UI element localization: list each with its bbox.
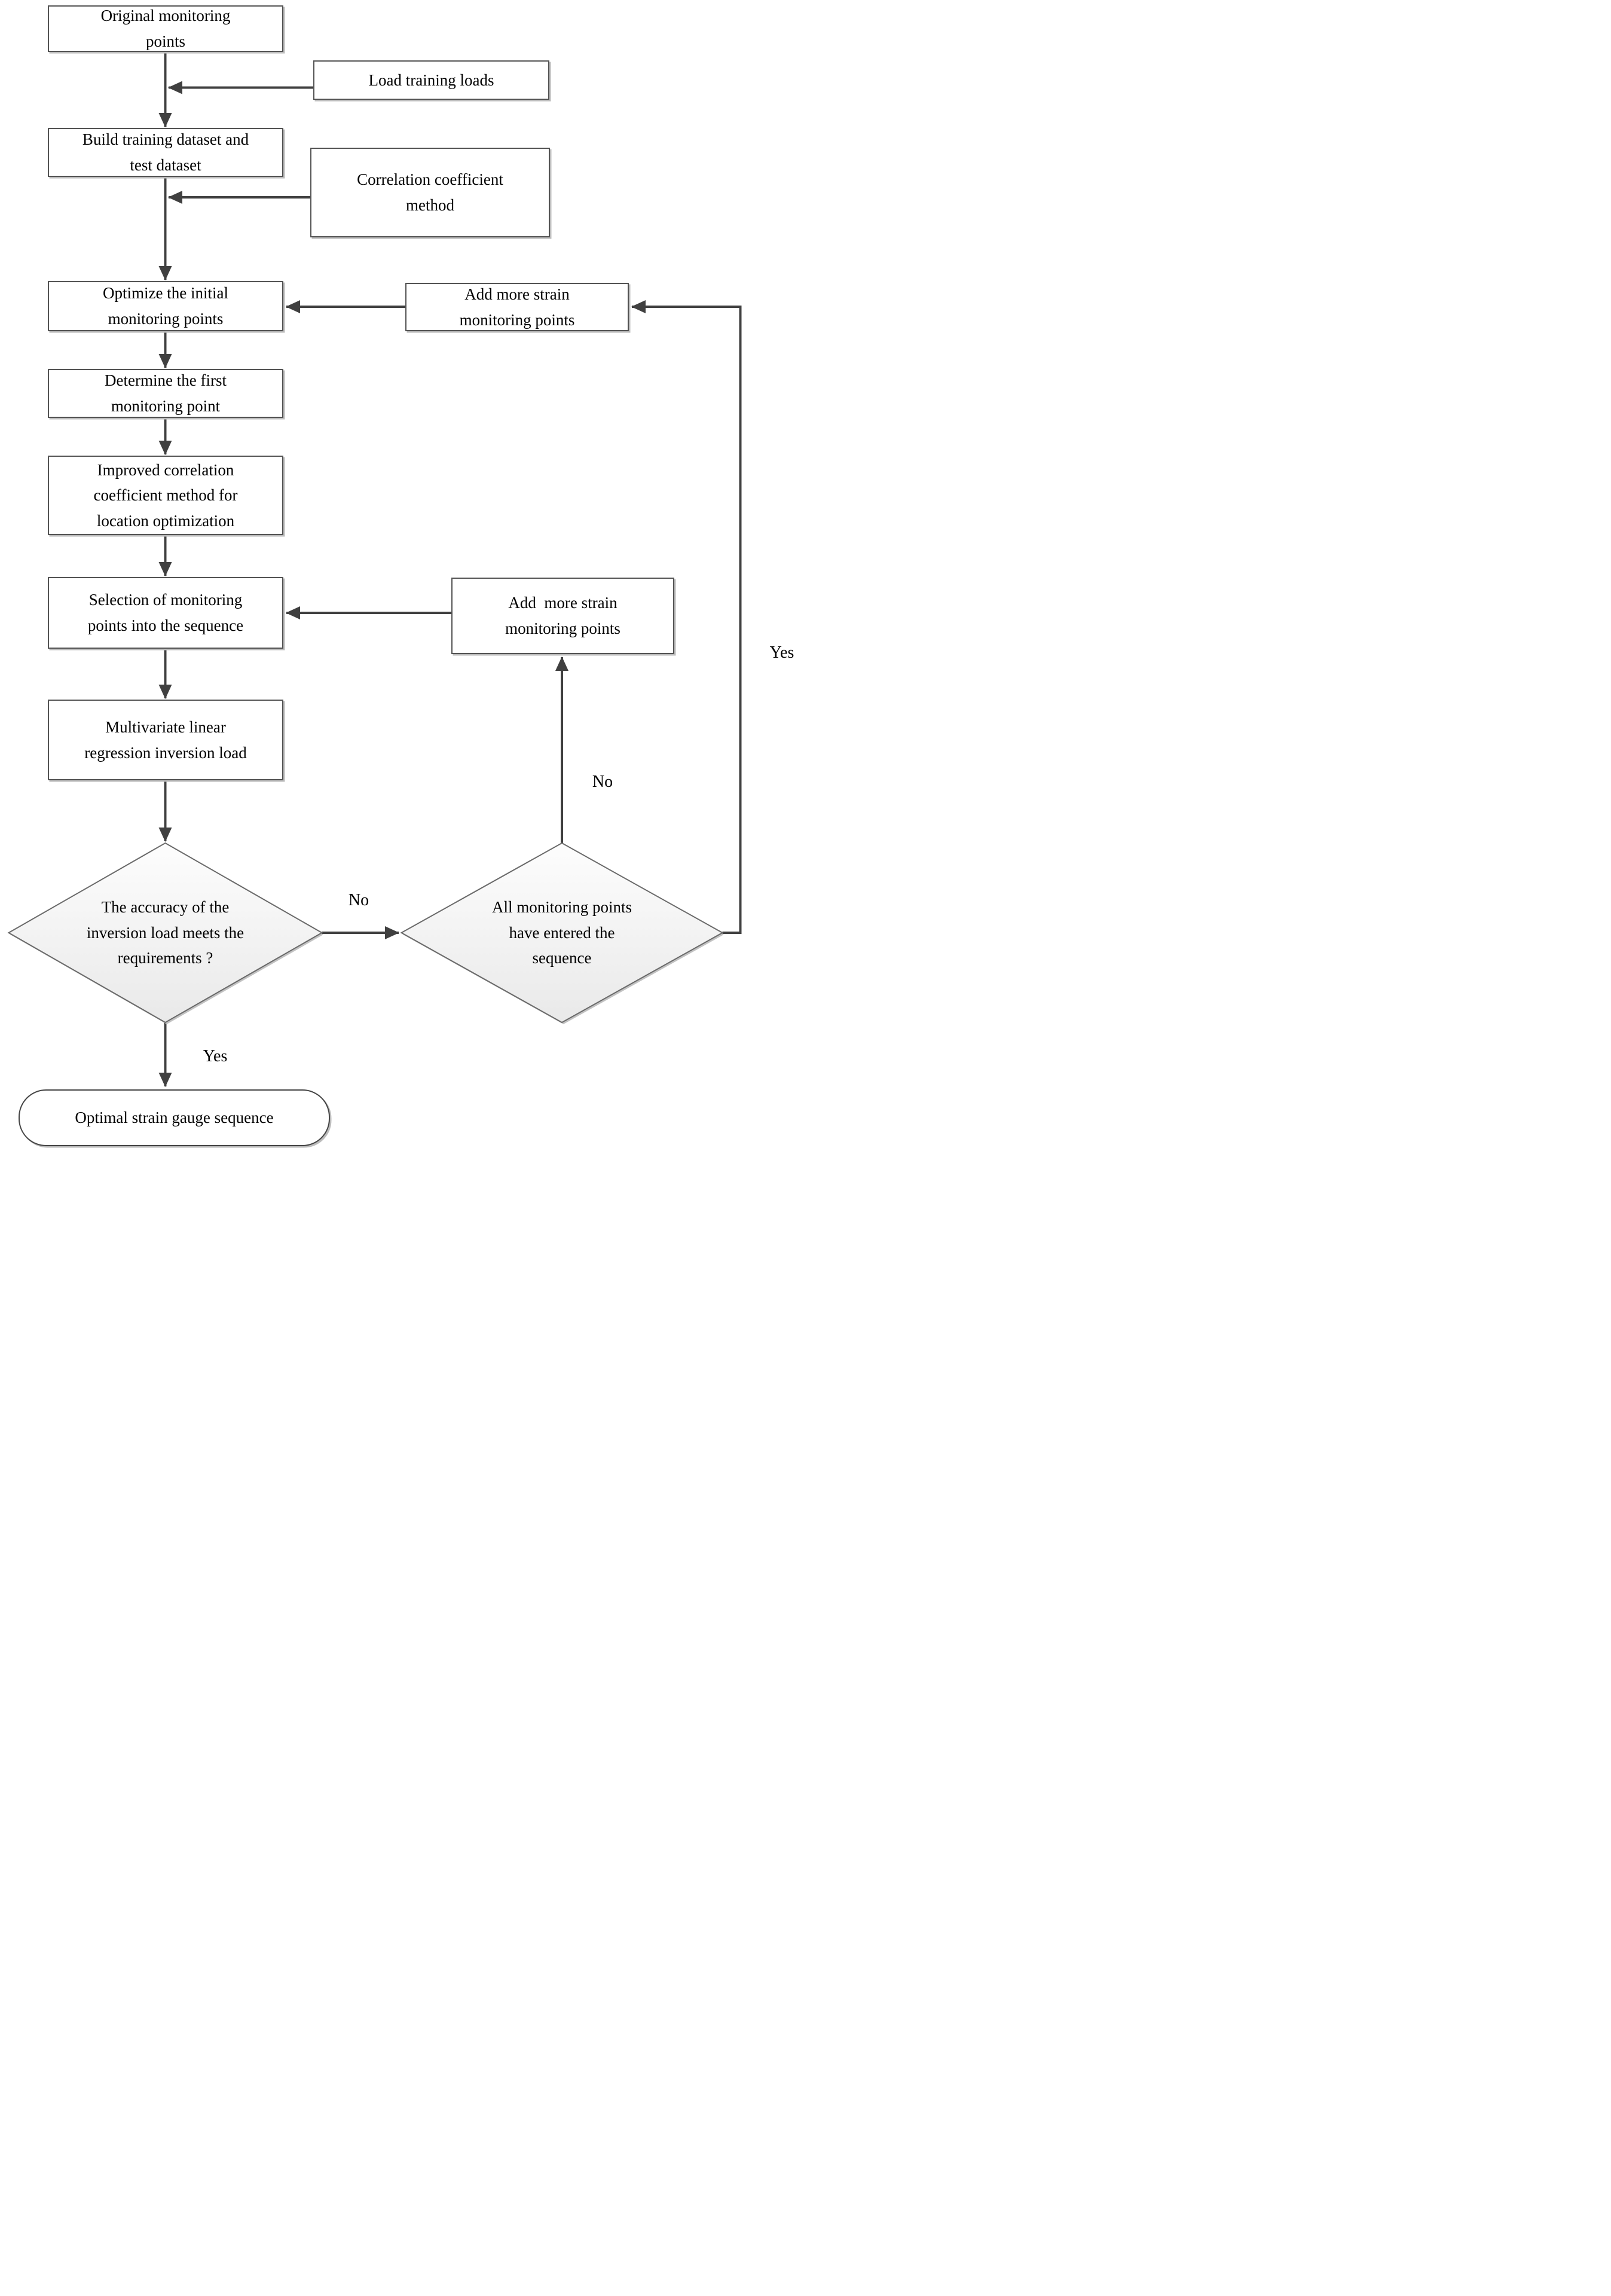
node-original-monitoring-points: Original monitoring points [48,5,283,52]
all-points-decision-diamond [400,842,724,1024]
node-correlation-coefficient-method: Correlation coefficient method [310,148,550,237]
node-optimize-initial-monitoring-points: Optimize the initial monitoring points [48,281,283,331]
flowchart-canvas: Original monitoring points Load training… [0,0,806,1148]
connector-layer [7,52,742,1087]
edge-label-all-points-no: No [592,772,613,791]
accuracy-decision-diamond [7,842,323,1024]
node-add-more-strain-points-bottom: Add more strain monitoring points [451,578,674,654]
edge-label-accuracy-yes: Yes [203,1046,228,1065]
node-improved-correlation-method: Improved correlation coefficient method … [48,456,283,535]
node-load-training-loads: Load training loads [313,60,549,100]
node-optimal-strain-gauge-sequence: Optimal strain gauge sequence [19,1089,330,1146]
edge-label-accuracy-no: No [348,890,369,909]
node-add-more-strain-points-top: Add more strain monitoring points [405,283,629,331]
node-determine-first-monitoring-point: Determine the first monitoring point [48,369,283,418]
edge-label-all-points-yes: Yes [769,643,794,662]
node-build-training-dataset: Build training dataset and test dataset [48,128,283,177]
accuracy-decision-label: The accuracy of the inversion load meets… [86,898,244,967]
edge-allpoints-yes-feedback [631,300,742,934]
node-multivariate-regression: Multivariate linear regression inversion… [48,700,283,780]
all-points-decision-label: All monitoring points have entered the s… [491,898,632,967]
node-selection-into-sequence: Selection of monitoring points into the … [48,577,283,649]
